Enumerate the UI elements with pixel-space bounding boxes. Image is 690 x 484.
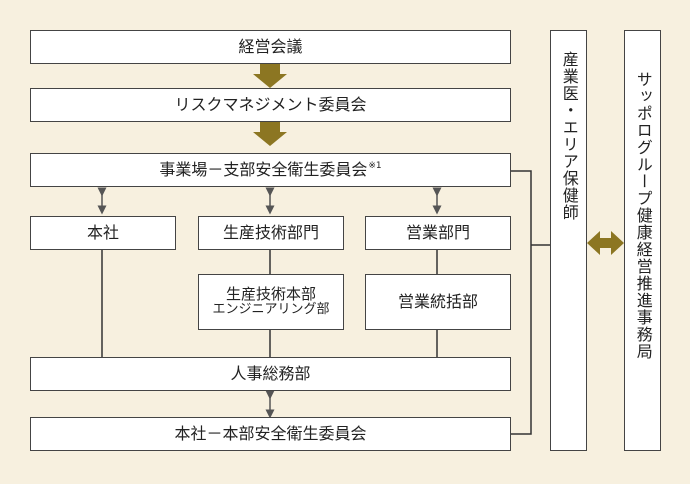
health-promotion-office-box: サッポログループ健康経営推進事務局 [624,30,661,451]
sales-dept-box: 営業部門 [365,216,511,250]
management-meeting-box: 経営会議 [30,30,511,64]
sales-dept-label: 営業部門 [405,222,470,242]
bracket-to-physician [511,170,532,435]
industrial-physician-label: 産業医・エリア保健師 [559,51,579,221]
risk-committee-box: リスクマネジメント委員会 [30,88,511,122]
hr-general-affairs-box: 人事総務部 [30,357,511,391]
health-promotion-office-label: サッポログループ健康経営推進事務局 [633,71,653,360]
sales-general-dept-label: 営業統括部 [397,291,478,311]
hq-committee-box: 本社－本部安全衛生委員会 [30,417,511,451]
risk-committee-label: リスクマネジメント委員会 [174,94,367,114]
down-arrow-1 [253,64,287,88]
hq-committee-label: 本社－本部安全衛生委員会 [174,423,367,443]
gold-double-arrow [587,231,624,255]
industrial-physician-box: 産業医・エリア保健師 [550,30,587,451]
production-tech-hq-line2: エンジニアリング部 [212,302,330,318]
head-office-label: 本社 [86,222,119,242]
down-arrow-2 [253,122,287,146]
site-committee-text: 事業場－支部安全衛生委員会 [159,159,368,179]
management-meeting-label: 経営会議 [238,36,303,56]
hr-general-affairs-label: 人事総務部 [230,363,311,383]
production-tech-hq-line1: 生産技術本部 [225,284,316,303]
production-tech-hq-box: 生産技術本部 エンジニアリング部 [198,274,344,330]
head-office-box: 本社 [30,216,176,250]
production-tech-dept-label: 生産技術部門 [222,222,319,242]
site-committee-label: 事業場－支部安全衛生委員会※1 [159,159,382,179]
sales-general-dept-box: 営業統括部 [365,274,511,330]
site-committee-box: 事業場－支部安全衛生委員会※1 [30,153,511,187]
production-tech-dept-box: 生産技術部門 [198,216,344,250]
production-tech-hq-label: 生産技術本部 エンジニアリング部 [212,284,330,318]
footnote-mark: ※1 [368,161,382,172]
